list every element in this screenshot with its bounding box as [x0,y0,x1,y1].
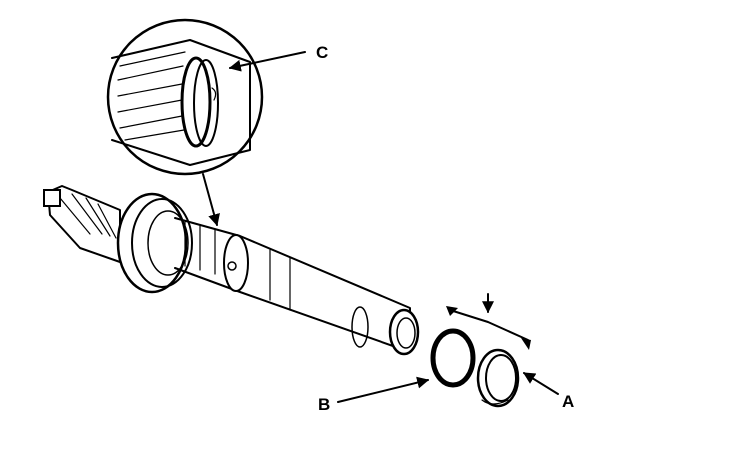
measurement-bracket [446,293,531,350]
callout-c: C [228,43,328,72]
label-a: A [562,392,574,411]
label-b: B [318,395,330,414]
label-c: C [316,43,328,62]
thin-snap-ring-b [430,328,476,388]
callout-a: A [522,372,574,411]
mainshaft [43,185,420,356]
detail-magnifier [106,18,264,176]
thrust-ring-a [476,348,520,408]
detail-leader [202,173,220,227]
callout-b: B [318,376,430,414]
